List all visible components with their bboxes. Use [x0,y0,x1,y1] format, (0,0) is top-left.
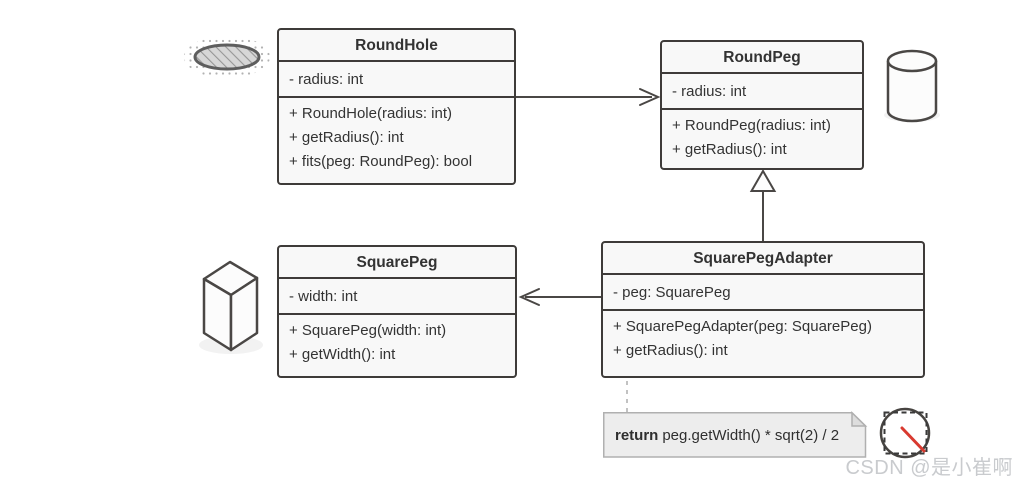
class-title: RoundPeg [662,42,862,74]
class-squarepegadapter: SquarePegAdapter - peg: SquarePeg + Squa… [601,241,925,378]
csdn-watermark: CSDN @是小崔啊 [845,457,1013,479]
association-roundhole-roundpeg [516,88,661,106]
method-row: + RoundPeg(radius: int) [672,117,831,134]
class-roundpeg: RoundPeg - radius: int + RoundPeg(radius… [660,40,864,170]
method-row: + getWidth(): int [289,346,396,363]
round-peg-cylinder-icon [884,49,940,123]
note-shape [603,410,868,458]
association-adapter-squarepeg [518,288,601,306]
attribute-row: - radius: int [662,74,862,110]
method-row: + getRadius(): int [672,141,787,158]
method-row: + getRadius(): int [613,342,728,359]
round-hole-icon [184,36,270,78]
methods-section: + SquarePegAdapter(peg: SquarePeg) + get… [603,311,923,376]
square-peg-cuboid-icon [199,260,263,354]
methods-section: + RoundPeg(radius: int) + getRadius(): i… [662,110,862,168]
method-row: + RoundHole(radius: int) [289,105,453,122]
class-squarepeg: SquarePeg - width: int + SquarePeg(width… [277,245,517,378]
attribute-row: - peg: SquarePeg [603,275,923,311]
class-title: SquarePegAdapter [603,243,923,275]
method-row: + getRadius(): int [289,129,404,146]
method-row: + SquarePeg(width: int) [289,322,447,339]
method-row: + fits(peg: RoundPeg): bool [289,153,473,170]
attribute-row: - radius: int [279,62,514,98]
class-roundhole: RoundHole - radius: int + RoundHole(radi… [277,28,516,185]
inheritance-adapter-roundpeg [749,168,777,241]
note-keyword: return [615,426,659,444]
methods-section: + SquarePeg(width: int) + getWidth(): in… [279,315,515,376]
method-row: + SquarePegAdapter(peg: SquarePeg) [613,318,872,335]
class-title: SquarePeg [279,247,515,279]
attribute-row: - width: int [279,279,515,315]
note-expression: peg.getWidth() * sqrt(2) / 2 [662,426,840,444]
methods-section: + RoundHole(radius: int) + getRadius(): … [279,98,514,183]
class-title: RoundHole [279,30,514,62]
adapter-icon [879,407,931,459]
